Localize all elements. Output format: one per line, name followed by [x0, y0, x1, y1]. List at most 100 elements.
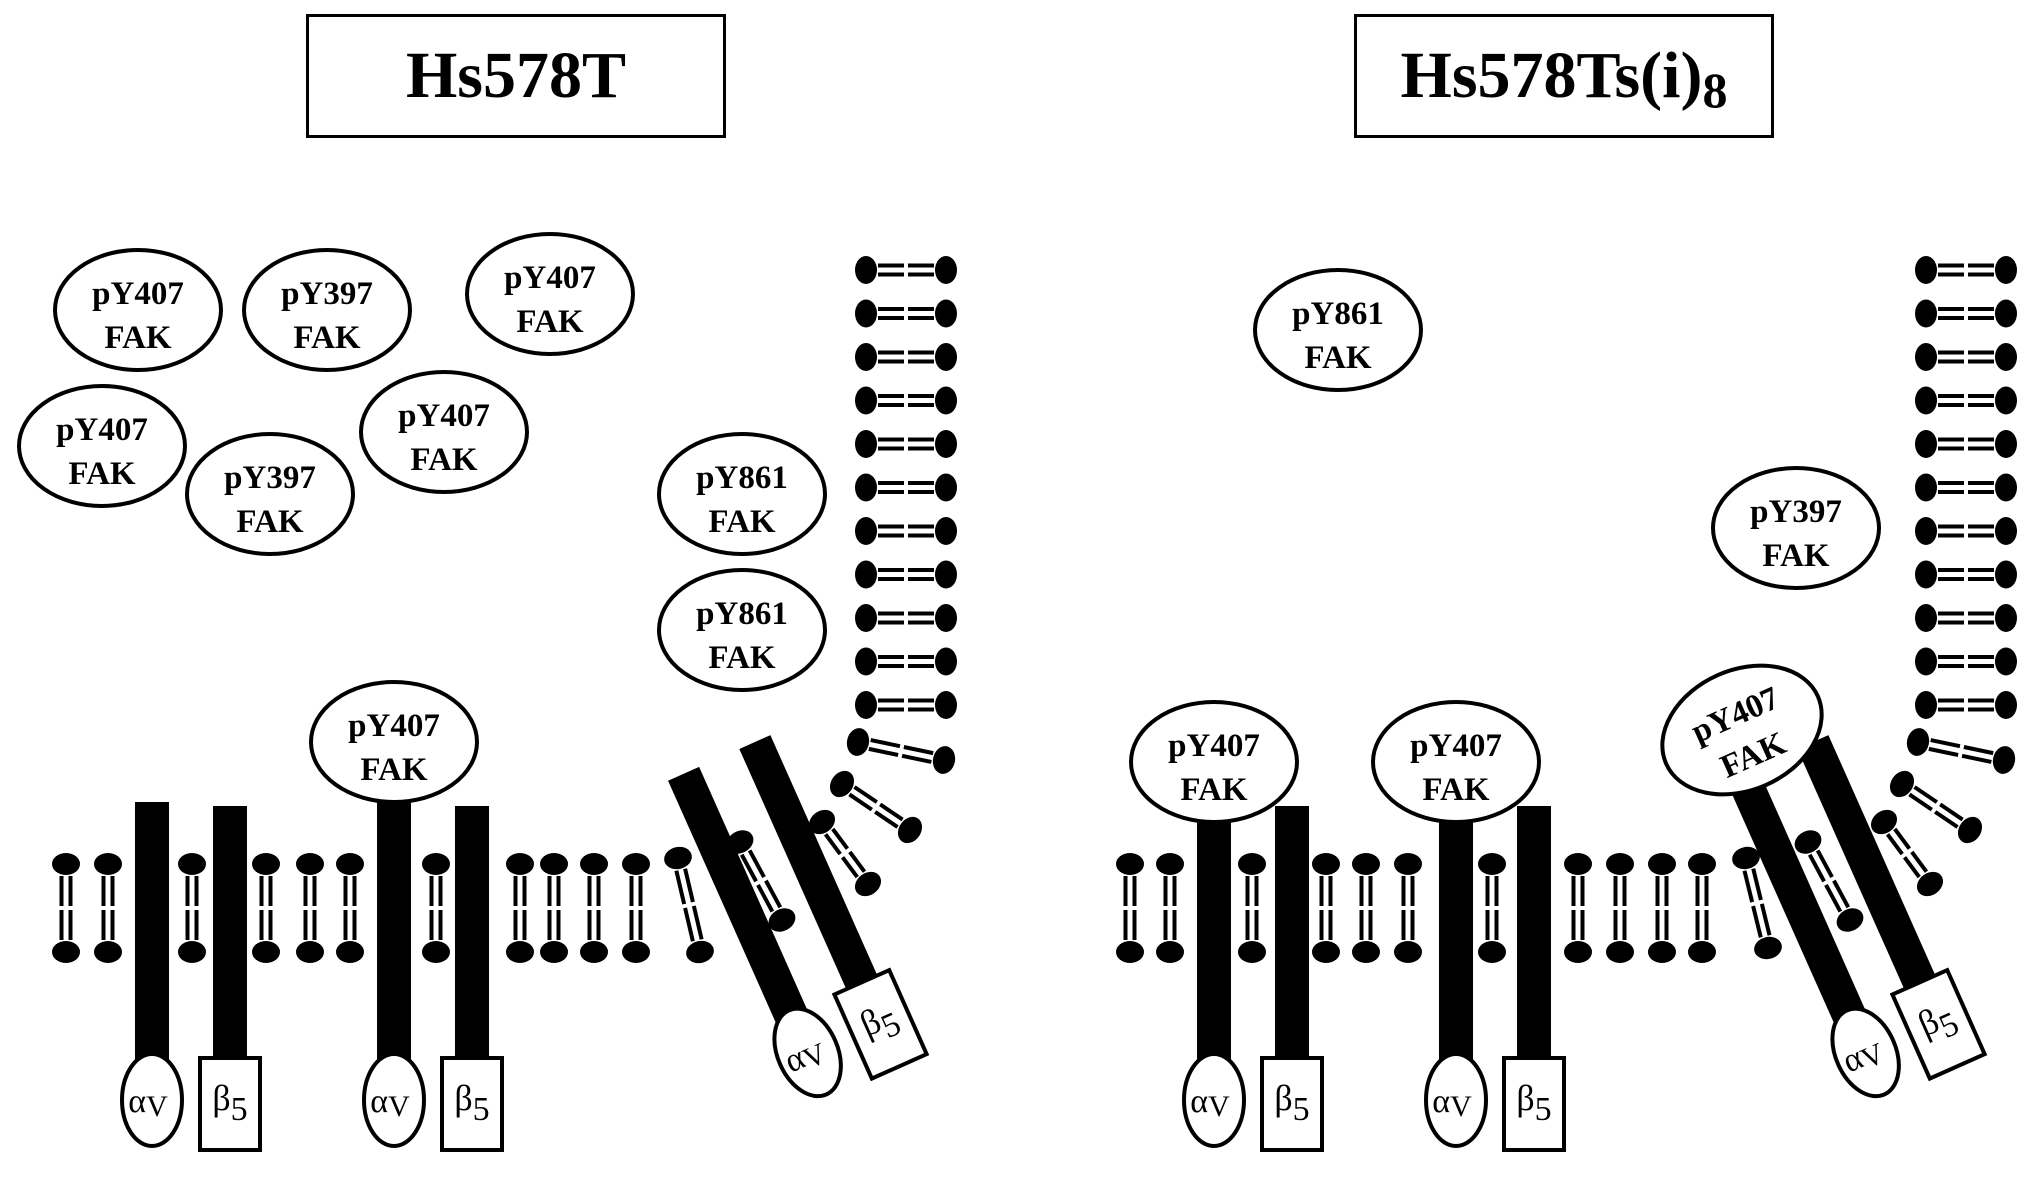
lipid-head: [1564, 853, 1592, 875]
phospholipid: [855, 473, 957, 502]
phospholipid: [1915, 256, 2017, 284]
phospholipid: [506, 853, 534, 963]
lipid-head: [935, 430, 957, 458]
lipid-head: [540, 941, 568, 963]
alpha-v-domain: [1182, 1052, 1246, 1148]
phospholipid: [1478, 853, 1506, 963]
lipid-head: [855, 517, 877, 545]
lipid-head: [1915, 604, 1937, 632]
beta-5-stalk: [739, 735, 879, 992]
lipid-head: [1995, 343, 2017, 371]
fak-name-label: FAK: [708, 640, 776, 676]
lipid-head: [855, 386, 877, 415]
lipid-head: [1995, 473, 2017, 502]
lipid-head: [178, 853, 206, 875]
fak-site-label: pY861: [1292, 296, 1384, 332]
fak-ellipse: [1253, 268, 1423, 392]
fak-ellipse: [657, 568, 827, 692]
lipid-head: [422, 853, 450, 875]
lipid-tail: [874, 810, 899, 829]
lipid-head: [252, 853, 280, 875]
lipid-head: [1906, 728, 1930, 756]
lipid-tail: [1902, 856, 1921, 879]
lipid-head: [1915, 517, 1937, 545]
lipid-tail: [1930, 738, 1961, 749]
lipid-head: [1995, 560, 2017, 589]
lipid-head: [1238, 853, 1266, 875]
alpha-v-domain: [362, 1052, 426, 1148]
lipid-head: [829, 770, 855, 798]
lipid-head: [935, 604, 957, 632]
lipid-head: [1564, 941, 1592, 963]
lipid-tail: [853, 785, 878, 804]
lipid-tail: [1939, 802, 1964, 822]
lipid-head: [1995, 517, 2017, 545]
lipid-head: [94, 941, 122, 963]
fak-proteins: pY407FAKpY397FAKpY407FAKpY407FAKpY407FAK…: [17, 232, 1881, 824]
lipid-head: [1915, 430, 1937, 458]
lipid-tail: [1913, 785, 1938, 804]
lipid-bilayer: [52, 256, 2017, 964]
phospholipid: [1915, 299, 2017, 328]
lipid-head: [935, 299, 957, 328]
lipid-head: [1478, 853, 1506, 875]
lipid-head: [1995, 691, 2017, 719]
lipid-head: [422, 941, 450, 963]
lipid-head: [808, 809, 836, 835]
fak-ellipse: [657, 432, 827, 556]
lipid-head: [935, 386, 957, 415]
phospholipid: [296, 853, 324, 963]
phospholipid: [94, 853, 122, 963]
phospholipid: [855, 560, 957, 589]
lipid-head: [1606, 853, 1634, 875]
alpha-v-subscript: V: [146, 1090, 168, 1123]
lipid-head: [94, 853, 122, 875]
lipid-head: [1648, 941, 1676, 963]
lipid-head: [1995, 386, 2017, 415]
lipid-head: [846, 728, 870, 756]
lipid-head: [855, 473, 877, 502]
beta-5-stalk: [455, 806, 489, 1060]
alpha-v-label: αV: [128, 1083, 168, 1123]
lipid-head: [1312, 941, 1340, 963]
lipid-head: [252, 941, 280, 963]
fak-ellipse: [53, 248, 223, 372]
lipid-head: [1648, 853, 1676, 875]
phospholipid: [1116, 853, 1144, 963]
lipid-head: [855, 604, 877, 632]
phospholipid: [1648, 853, 1676, 963]
phospholipid: [1238, 853, 1266, 963]
lipid-head: [1116, 941, 1144, 963]
beta-5-subscript: 5: [231, 1091, 248, 1128]
lipid-tail: [870, 738, 901, 749]
lipid-head: [1794, 830, 1822, 854]
lipid-head: [1915, 343, 1937, 371]
phospholipid: [1352, 853, 1380, 963]
panel-title-left: Hs578T: [306, 14, 726, 138]
lipid-tail: [691, 905, 704, 940]
lipid-head: [1394, 853, 1422, 875]
lipid-head: [1156, 853, 1184, 875]
phospholipid: [855, 343, 957, 371]
alpha-v-stalk: [1726, 766, 1865, 1023]
lipid-head: [935, 343, 957, 371]
lipid-tail: [903, 745, 934, 756]
alpha-v-domain: [1830, 1006, 1901, 1099]
phospholipid: [1794, 830, 1864, 932]
fak-ellipse: [359, 370, 529, 494]
phospholipid: [1906, 728, 2016, 774]
lipid-head: [935, 691, 957, 719]
lipid-tail: [879, 802, 904, 822]
alpha-v-domain: [120, 1052, 184, 1148]
phospholipid: [1394, 853, 1422, 963]
